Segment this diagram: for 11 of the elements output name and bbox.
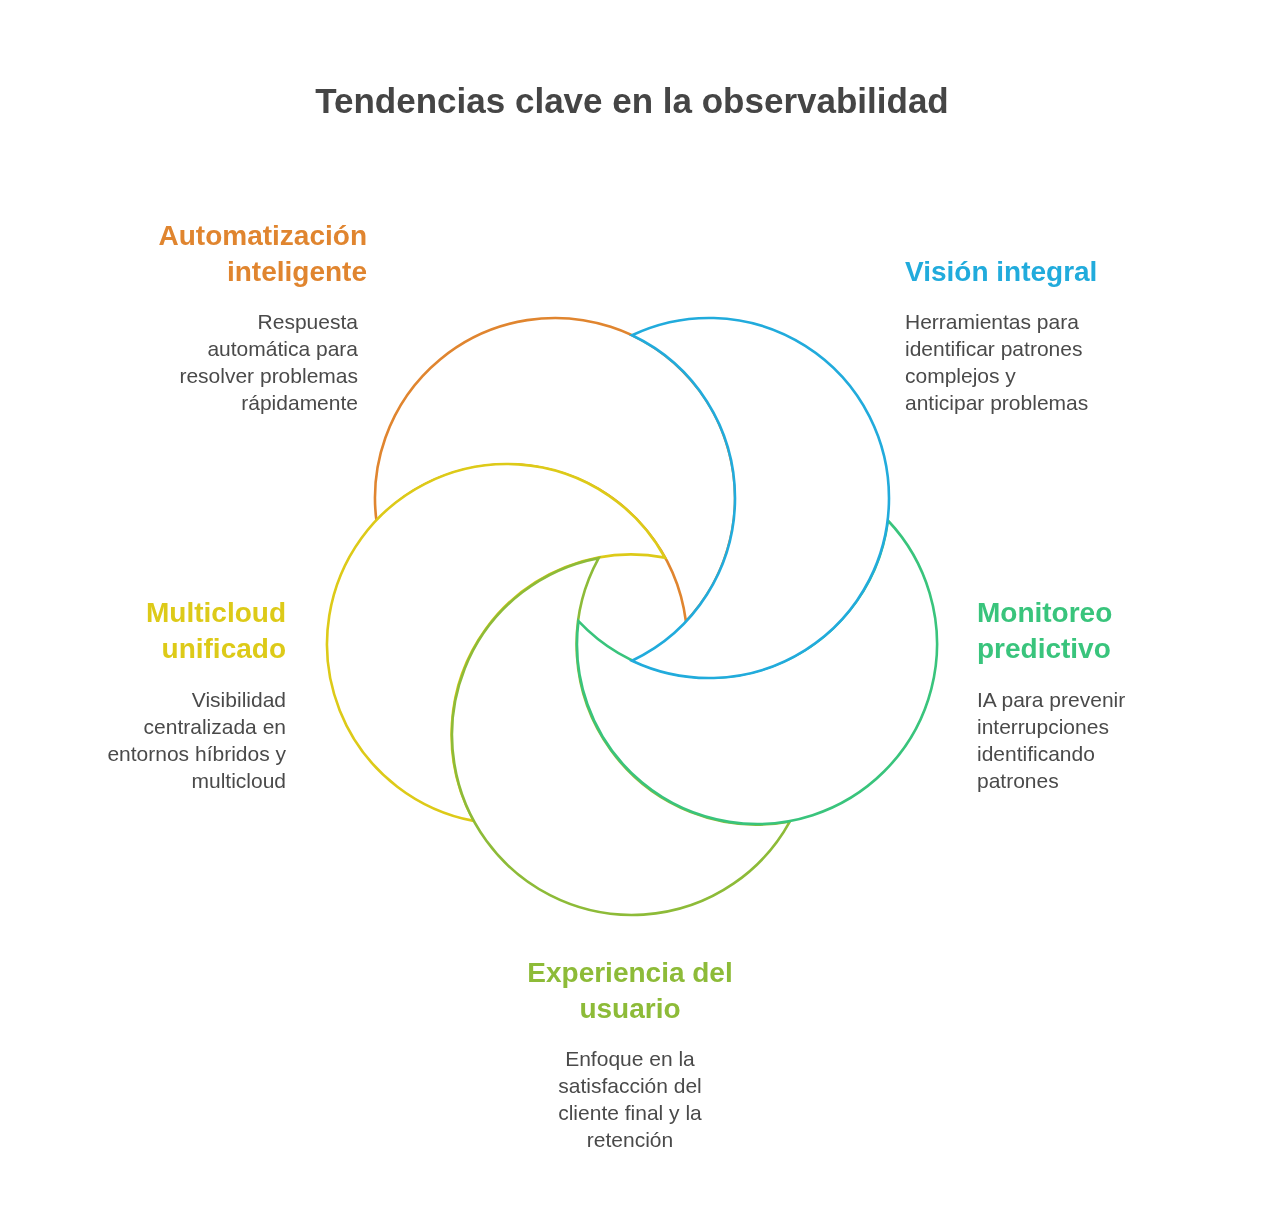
section-heading: Visión integral	[905, 255, 1099, 289]
description-text: Visibilidad centralizada en entornos híbridos y multicloud	[106, 687, 286, 794]
section-heading: Multicloud unificado	[145, 596, 286, 666]
section-heading: Automatización inteligente	[157, 219, 367, 289]
description-text: IA para prevenir interrupciones identificando patrones	[977, 687, 1127, 794]
description-text: Respuesta automática para resolver problemas rápidamente	[178, 309, 358, 416]
description-text: Enfoque en la satisfacción del cliente final y la retención	[557, 1046, 703, 1153]
diagram-title: Tendencias clave en la observabilidad	[315, 80, 949, 122]
section-heading: Experiencia del usuario	[526, 956, 734, 1026]
description-text: Herramientas para identificar patrones complejos y anticipar problemas	[905, 309, 1090, 416]
section-heading: Monitoreo predictivo	[977, 596, 1114, 666]
